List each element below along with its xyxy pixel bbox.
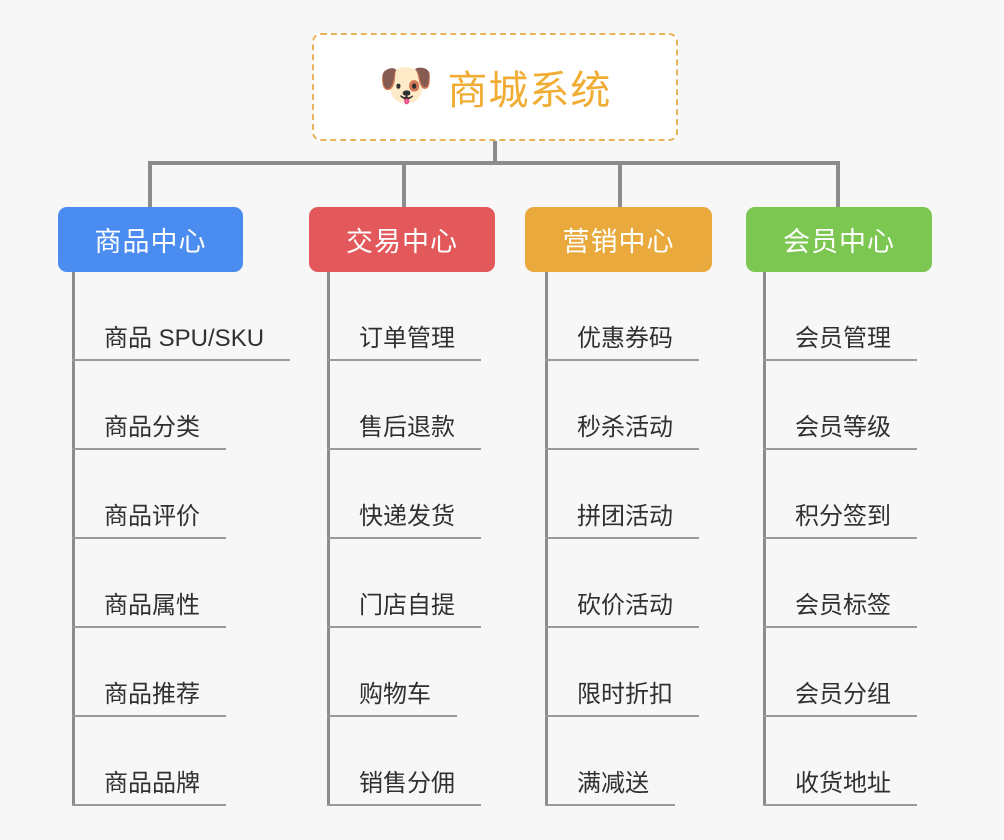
connector-horizontal-bus: [148, 161, 840, 165]
leaf-item[interactable]: 商品属性: [58, 539, 264, 628]
connector-drop-4: [836, 161, 840, 207]
leaf-item[interactable]: 优惠券码: [525, 272, 712, 361]
leaf-item[interactable]: 商品品牌: [58, 717, 264, 806]
branch-column-1: 商品中心 商品 SPU/SKU 商品分类 商品评价 商品属性: [58, 207, 290, 806]
leaf-underline: [763, 626, 917, 628]
leaf-underline: [763, 715, 917, 717]
leaf-label: 商品属性: [104, 591, 200, 619]
leaf-item[interactable]: 订单管理: [309, 272, 495, 361]
leaf-label: 会员分组: [795, 680, 891, 708]
leaf-label: 限时折扣: [577, 680, 673, 708]
leaf-item[interactable]: 快递发货: [309, 450, 495, 539]
leaf-underline: [545, 448, 699, 450]
leaf-list-4: 会员管理 会员等级 积分签到 会员标签 会员分组: [746, 272, 932, 806]
leaf-underline: [72, 804, 226, 806]
leaf-label: 门店自提: [359, 591, 455, 619]
branch-rail-2: [327, 272, 330, 806]
leaf-label: 商品分类: [104, 413, 200, 441]
leaf-underline: [72, 715, 226, 717]
leaf-item[interactable]: 满减送: [525, 717, 712, 806]
leaf-item[interactable]: 销售分佣: [309, 717, 495, 806]
leaf-item[interactable]: 会员等级: [746, 361, 932, 450]
leaf-underline: [327, 715, 457, 717]
leaf-underline: [327, 448, 481, 450]
leaf-underline: [763, 537, 917, 539]
branch-rail-3: [545, 272, 548, 806]
category-header-2[interactable]: 交易中心: [309, 207, 495, 272]
leaf-label: 积分签到: [795, 502, 891, 530]
leaf-label: 拼团活动: [577, 502, 673, 530]
connector-drop-2: [402, 161, 406, 207]
root-title: 商城系统: [447, 69, 612, 113]
leaf-underline: [72, 359, 290, 361]
root-node[interactable]: 🐶 商城系统: [312, 33, 678, 141]
leaf-label: 商品 SPU/SKU: [104, 324, 265, 352]
leaf-underline: [327, 537, 481, 539]
category-header-1[interactable]: 商品中心: [58, 207, 243, 272]
leaf-label: 商品品牌: [104, 769, 200, 797]
branch-rail-1: [72, 272, 75, 806]
leaf-item[interactable]: 门店自提: [309, 539, 495, 628]
leaf-underline: [327, 804, 481, 806]
leaf-underline: [72, 537, 226, 539]
leaf-label: 商品推荐: [104, 680, 200, 708]
leaf-label: 销售分佣: [359, 769, 455, 797]
leaf-label: 会员等级: [795, 413, 891, 441]
leaf-item[interactable]: 商品评价: [58, 450, 264, 539]
branch-column-4: 会员中心 会员管理 会员等级 积分签到 会员标签: [746, 207, 932, 806]
leaf-item[interactable]: 商品 SPU/SKU: [58, 272, 290, 361]
leaf-item[interactable]: 购物车: [309, 628, 495, 717]
connector-root-stem: [493, 141, 497, 163]
leaf-item[interactable]: 收货地址: [746, 717, 932, 806]
leaf-label: 会员管理: [795, 324, 891, 352]
leaf-underline: [327, 359, 481, 361]
leaf-underline: [763, 448, 917, 450]
leaf-underline: [545, 537, 699, 539]
leaf-label: 优惠券码: [577, 324, 673, 352]
connector-drop-3: [618, 161, 622, 207]
leaf-label: 砍价活动: [577, 591, 673, 619]
leaf-underline: [72, 448, 226, 450]
leaf-list-1: 商品 SPU/SKU 商品分类 商品评价 商品属性 商品推荐: [58, 272, 290, 806]
leaf-item[interactable]: 售后退款: [309, 361, 495, 450]
leaf-underline: [72, 626, 226, 628]
leaf-item[interactable]: 砍价活动: [525, 539, 712, 628]
leaf-underline: [545, 715, 699, 717]
leaf-underline: [327, 626, 481, 628]
leaf-label: 满减送: [577, 769, 649, 797]
branch-column-3: 营销中心 优惠券码 秒杀活动 拼团活动 砍价活动: [525, 207, 712, 806]
leaf-item[interactable]: 秒杀活动: [525, 361, 712, 450]
branch-rail-4: [763, 272, 766, 806]
leaf-label: 快递发货: [359, 502, 455, 530]
leaf-underline: [763, 804, 917, 806]
connector-drop-1: [148, 161, 152, 207]
leaf-underline: [545, 359, 699, 361]
leaf-item[interactable]: 会员分组: [746, 628, 932, 717]
leaf-label: 收货地址: [795, 769, 891, 797]
leaf-label: 购物车: [359, 680, 431, 708]
leaf-underline: [545, 626, 699, 628]
category-header-3[interactable]: 营销中心: [525, 207, 712, 272]
leaf-underline: [763, 359, 917, 361]
dog-face-emoji: 🐶: [378, 60, 434, 111]
leaf-label: 订单管理: [359, 324, 455, 352]
leaf-label: 商品评价: [104, 502, 200, 530]
leaf-list-3: 优惠券码 秒杀活动 拼团活动 砍价活动 限时折扣: [525, 272, 712, 806]
leaf-item[interactable]: 会员标签: [746, 539, 932, 628]
leaf-list-2: 订单管理 售后退款 快递发货 门店自提 购物车: [309, 272, 495, 806]
leaf-item[interactable]: 商品推荐: [58, 628, 264, 717]
leaf-item[interactable]: 会员管理: [746, 272, 932, 361]
branch-column-2: 交易中心 订单管理 售后退款 快递发货 门店自提: [309, 207, 495, 806]
leaf-item[interactable]: 限时折扣: [525, 628, 712, 717]
leaf-underline: [545, 804, 675, 806]
leaf-item[interactable]: 拼团活动: [525, 450, 712, 539]
category-header-4[interactable]: 会员中心: [746, 207, 932, 272]
leaf-item[interactable]: 积分签到: [746, 450, 932, 539]
leaf-item[interactable]: 商品分类: [58, 361, 264, 450]
leaf-label: 会员标签: [795, 591, 891, 619]
leaf-label: 售后退款: [359, 413, 455, 441]
leaf-label: 秒杀活动: [577, 413, 673, 441]
